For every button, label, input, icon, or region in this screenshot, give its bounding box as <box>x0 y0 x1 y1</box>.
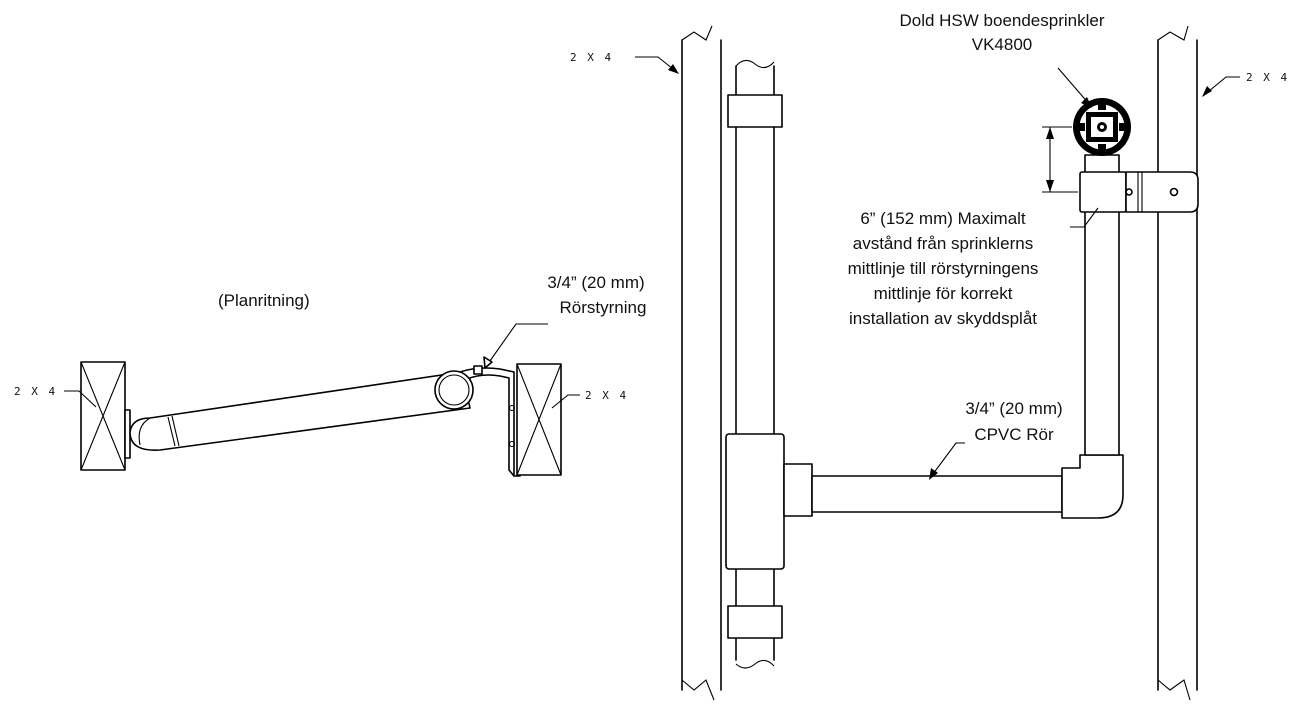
note-line-5: installation av skyddsplåt <box>849 309 1037 328</box>
elevation-view: 2 X 4 2 X 4 Dold HSW boendesprinkler VK4… <box>570 11 1289 701</box>
cpvc-pipe-leader <box>929 442 965 479</box>
pipe-guide-arrow <box>483 356 493 369</box>
riser-pipe-guide <box>1079 171 1199 213</box>
main-pipe-guide-top <box>727 94 783 128</box>
cpvc-pipe-size-label: 3/4” (20 mm) <box>965 399 1062 418</box>
note-line-3: mittlinje till rörstyrningens <box>848 259 1039 278</box>
plan-left-stud <box>80 361 131 471</box>
plan-right-stud-label: 2 X 4 <box>585 389 628 402</box>
plan-view: 2 X 4 2 X 4 (Planritning) 3/4” (20 mm) R… <box>14 273 647 477</box>
horizontal-cpvc-pipe <box>811 475 1063 513</box>
plan-view-title: (Planritning) <box>218 291 310 310</box>
elevation-right-stud-arrow <box>1202 86 1212 97</box>
elevation-left-stud <box>681 25 722 701</box>
pipe-guide-size-label: 3/4” (20 mm) <box>547 273 644 292</box>
elevation-right-stud <box>1157 25 1198 701</box>
main-pipe-guide-bottom <box>727 605 783 639</box>
note-line-1: 6” (152 mm) Maximalt <box>860 209 1026 228</box>
note-line-2: avstånd från sprinklerns <box>853 234 1033 253</box>
elevation-right-stud-leader <box>1202 76 1240 97</box>
sprinkler-label-line1: Dold HSW boendesprinkler <box>899 11 1104 30</box>
plan-angled-pipe <box>129 371 471 451</box>
note-leader <box>1070 207 1099 228</box>
main-vertical-pipe <box>735 59 775 669</box>
sprinkler-label-line2: VK4800 <box>972 35 1033 54</box>
plan-pipe-guide <box>434 365 521 477</box>
plan-right-leader <box>551 394 580 409</box>
note-line-4: mittlinje för korrekt <box>874 284 1013 303</box>
max-distance-dimension <box>1042 126 1078 193</box>
tee-fitting <box>725 433 813 570</box>
elbow-fitting <box>1061 454 1124 519</box>
cpvc-pipe-arrow <box>929 468 938 480</box>
plan-left-leader <box>64 390 97 408</box>
elevation-left-stud-label: 2 X 4 <box>570 51 613 64</box>
plan-right-stud <box>516 363 562 476</box>
elevation-left-stud-arrow <box>668 64 679 74</box>
pipe-guide-name-label: Rörstyrning <box>560 298 647 317</box>
pipe-guide-leader <box>484 323 548 369</box>
concealed-sprinkler <box>1073 98 1131 156</box>
plan-left-stud-label: 2 X 4 <box>14 385 57 398</box>
cpvc-pipe-name-label: CPVC Rör <box>974 425 1054 444</box>
elevation-right-stud-label: 2 X 4 <box>1246 71 1289 84</box>
sprinkler-arrow <box>1081 97 1092 108</box>
sprinkler-leader <box>1057 67 1091 106</box>
